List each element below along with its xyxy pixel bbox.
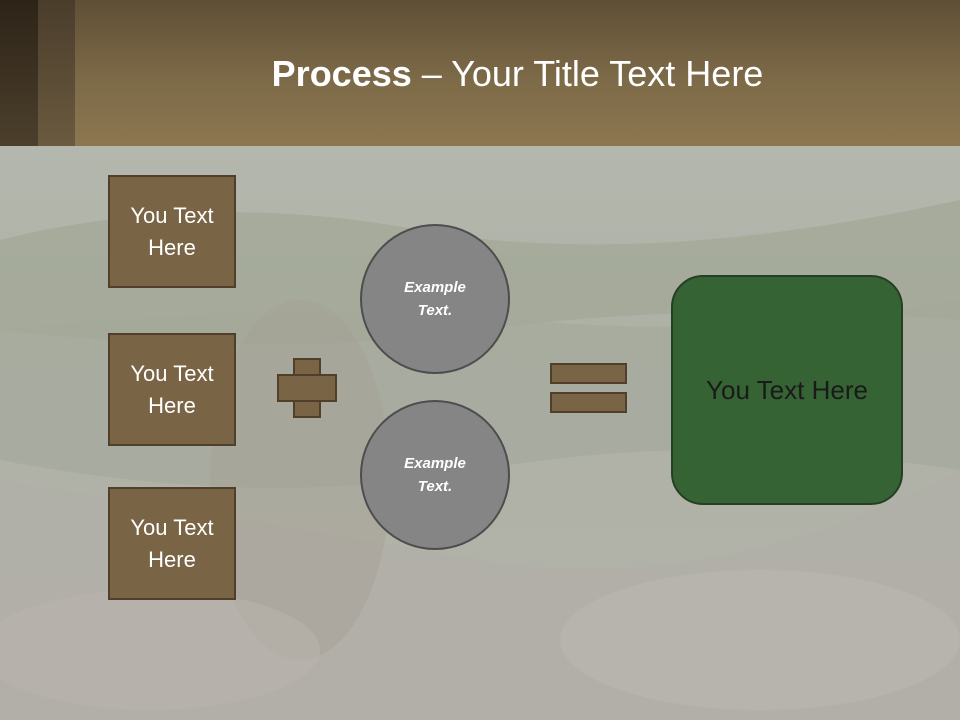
text-box-3[interactable]: You Text Here [108, 487, 236, 600]
title-rest: – Your Title Text Here [411, 53, 764, 94]
circle-label: Example Text. [404, 279, 466, 319]
header-accent-strip [0, 0, 38, 146]
plus-center [295, 376, 319, 400]
title-bar: Process – Your Title Text Here [0, 0, 960, 146]
example-circle-2[interactable]: Example Text. [360, 400, 510, 550]
text-box-label: You Text Here [130, 514, 214, 572]
text-box-label: You Text Here [130, 360, 214, 418]
text-box-2[interactable]: You Text Here [108, 333, 236, 446]
result-label: You Text Here [706, 374, 868, 405]
equals-top-bar [550, 363, 627, 384]
text-box-1[interactable]: You Text Here [108, 175, 236, 288]
equals-bottom-bar [550, 392, 627, 413]
title-bold: Process [271, 53, 412, 94]
text-box-label: You Text Here [130, 202, 214, 260]
slide-title: Process – Your Title Text Here [75, 52, 960, 96]
result-box[interactable]: You Text Here [671, 275, 903, 505]
example-circle-1[interactable]: Example Text. [360, 224, 510, 374]
header-accent-strip [38, 0, 75, 146]
circle-label: Example Text. [404, 455, 466, 495]
